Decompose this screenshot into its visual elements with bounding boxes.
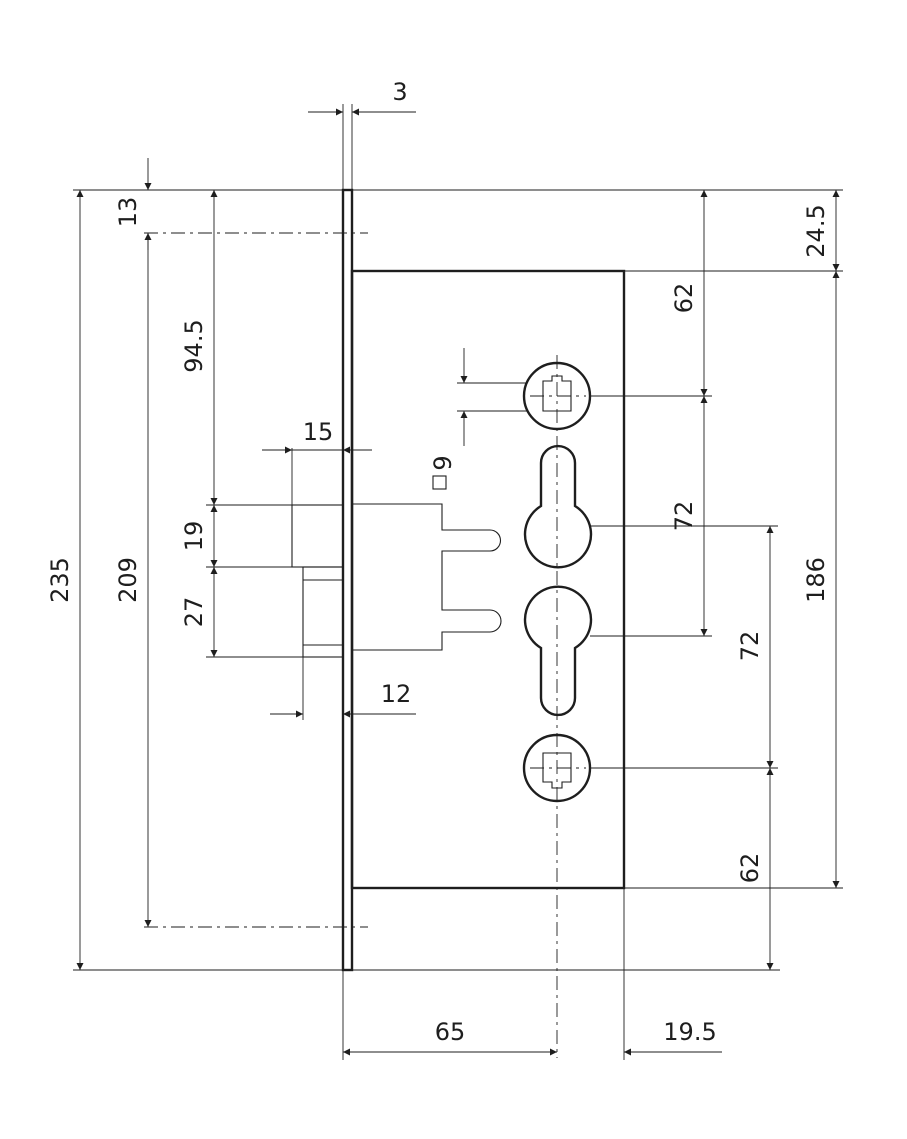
bolt-tail — [352, 503, 502, 651]
dim-fixing-centers: 209 — [114, 557, 142, 603]
cylinder-hole-upper — [523, 444, 593, 569]
dim-top-offset: 13 — [114, 197, 142, 228]
dim-case-height: 186 — [802, 557, 830, 603]
lock-case — [350, 269, 626, 890]
latch-bolt — [291, 504, 344, 568]
dim-spindle-square: 9 — [429, 455, 457, 470]
dim-overall-height: 235 — [46, 557, 74, 603]
cylinder-hole-lower — [523, 585, 593, 717]
dim-top-to-body: 24.5 — [802, 204, 830, 257]
faceplate — [341, 188, 354, 972]
spindle-square-symbol — [432, 475, 447, 490]
dim-faceplate-thickness: 3 — [392, 78, 407, 106]
dim-deadbolt-height: 27 — [180, 597, 208, 628]
dimension-labels: 3 13 24.5 62 94.5 15 9 19 27 235 209 186… — [46, 78, 830, 1046]
dim-follower-to-cylinder: 94.5 — [180, 319, 208, 372]
center-lines — [144, 232, 586, 1058]
dim-latch-height: 19 — [180, 521, 208, 552]
dim-centers-lower: 72 — [736, 631, 764, 662]
dim-follower-bottom: 62 — [736, 853, 764, 884]
dim-centers-upper: 72 — [670, 501, 698, 532]
deadbolt — [302, 566, 344, 658]
dim-deadbolt-projection: 12 — [381, 680, 412, 708]
dim-backset: 65 — [435, 1018, 466, 1046]
extension-lines — [73, 104, 843, 1060]
dim-latch-projection: 15 — [303, 418, 334, 446]
dim-case-rear: 19.5 — [663, 1018, 716, 1046]
lock-outline — [291, 188, 626, 972]
dimension-lines — [76, 108, 840, 1056]
dim-follower-top: 62 — [670, 283, 698, 314]
